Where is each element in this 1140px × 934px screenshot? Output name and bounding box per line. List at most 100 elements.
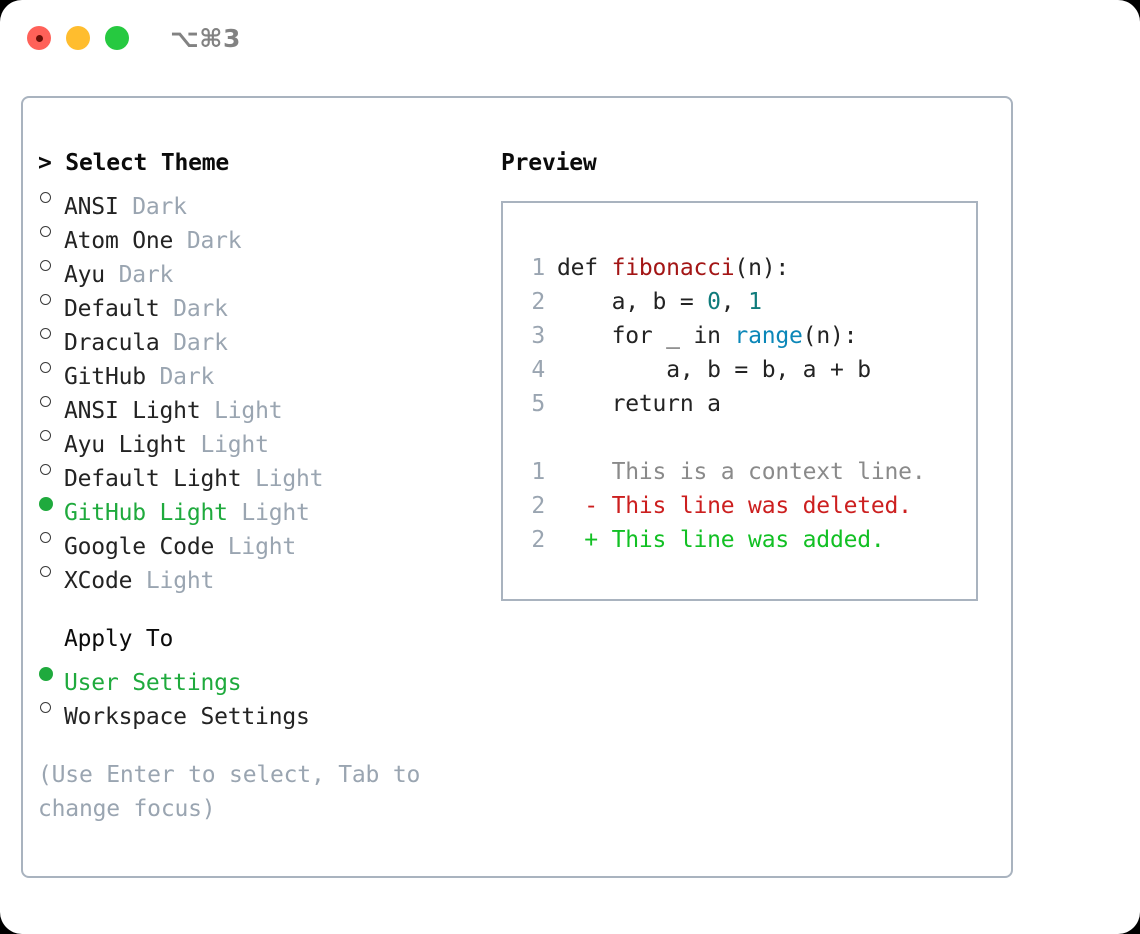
radio-glyph: [40, 532, 51, 543]
keyboard-shortcut-label: ⌥⌘3: [170, 24, 241, 53]
line-number: 5: [531, 391, 545, 417]
theme-option[interactable]: ANSI Light Light: [38, 384, 488, 424]
radio-unselected-icon: [38, 214, 64, 248]
line-number: 2: [531, 493, 545, 519]
theme-option[interactable]: Default Dark: [38, 282, 488, 322]
code-token: a, b =: [611, 289, 708, 315]
radio-glyph: [40, 464, 51, 475]
close-button[interactable]: [27, 26, 51, 50]
code-line: 4 a, b = b, a + b: [519, 353, 925, 387]
preview-title: Preview: [501, 150, 597, 176]
line-number: 2: [531, 527, 545, 553]
diff-line: 2 + This line was added.: [519, 523, 925, 557]
theme-option[interactable]: Ayu Dark: [38, 248, 488, 288]
code-line-content: a, b = b, a + b: [557, 353, 871, 387]
maximize-button[interactable]: [105, 26, 129, 50]
radio-glyph: [40, 566, 51, 577]
code-token: ,: [720, 289, 749, 315]
select-theme-header: > Select Theme: [38, 150, 230, 176]
code-line-content: a, b = 0, 1: [557, 285, 762, 319]
keyboard-hint-line-2: change focus): [38, 796, 216, 822]
code-line: 1 def fibonacci(n):: [519, 251, 925, 285]
radio-glyph: [39, 497, 53, 511]
minimize-button[interactable]: [66, 26, 90, 50]
radio-glyph: [40, 226, 51, 237]
line-number: 3: [531, 323, 545, 349]
radio-unselected-icon: [38, 248, 64, 282]
code-token: fibonacci: [611, 255, 735, 281]
code-line: 5 return a: [519, 387, 925, 421]
line-number: 4: [531, 357, 545, 383]
code-line: 2 a, b = 0, 1: [519, 285, 925, 319]
option-category-label: Light: [214, 534, 297, 560]
radio-glyph: [40, 294, 51, 305]
option-label: ANSI: [64, 194, 119, 220]
keyboard-hint-text: (Use Enter to select, Tab to change focu…: [38, 758, 450, 826]
option-label: XCode: [64, 568, 133, 594]
diff-line-text: This is a context line.: [557, 459, 926, 485]
radio-glyph: [40, 328, 51, 339]
title-bar: ⌥⌘3: [0, 0, 1140, 78]
diff-line: 2 - This line was deleted.: [519, 489, 925, 523]
theme-option[interactable]: XCode Light: [38, 554, 488, 594]
radio-unselected-icon: [38, 452, 64, 486]
code-token: def: [557, 255, 612, 281]
option-category-label: Dark: [173, 228, 242, 254]
radio-glyph: [39, 667, 53, 681]
option-category-label: Light: [227, 500, 310, 526]
theme-option[interactable]: GitHub Dark: [38, 350, 488, 390]
radio-unselected-icon: [38, 554, 64, 588]
option-label: Atom One: [64, 228, 174, 254]
option-category-label: Dark: [104, 262, 174, 288]
code-token: (n):: [734, 255, 790, 281]
option-label: Google Code: [64, 534, 215, 560]
code-token: range: [734, 323, 803, 349]
theme-option[interactable]: Atom One Dark: [38, 214, 488, 254]
radio-unselected-icon: [38, 520, 64, 554]
theme-option[interactable]: ANSI Dark: [38, 180, 488, 220]
radio-glyph: [40, 702, 51, 713]
code-token: return a: [611, 391, 721, 417]
theme-option[interactable]: Google Code Light: [38, 520, 488, 560]
radio-unselected-icon: [38, 282, 64, 316]
line-number: 2: [531, 289, 545, 315]
option-category-label: Dark: [145, 364, 215, 390]
option-category-label: Light: [132, 568, 215, 594]
line-number: 1: [531, 255, 545, 281]
option-category-label: Light: [186, 432, 269, 458]
option-label: Default Light: [64, 466, 242, 492]
option-label: GitHub Light: [64, 500, 228, 526]
option-category-label: Dark: [159, 296, 228, 322]
option-category-label: Light: [200, 398, 283, 424]
code-blank-line: [519, 421, 925, 455]
diff-line-text: + This line was added.: [557, 527, 885, 553]
code-line: 3 for _ in range(n):: [519, 319, 925, 353]
code-token: for _ in: [611, 323, 735, 349]
theme-option[interactable]: Default Light Light: [38, 452, 488, 492]
radio-unselected-icon: [38, 384, 64, 418]
code-token: 1: [748, 289, 762, 315]
apply-to-option[interactable]: User Settings: [38, 656, 488, 696]
theme-option[interactable]: Dracula Dark: [38, 316, 488, 356]
radio-selected-icon: [38, 486, 64, 520]
traffic-light-controls: [27, 26, 129, 50]
keyboard-hint-line-1: (Use Enter to select, Tab to: [38, 762, 421, 788]
radio-glyph: [40, 260, 51, 271]
option-label: Dracula: [64, 330, 160, 356]
radio-unselected-icon: [38, 690, 64, 724]
option-label: User Settings: [64, 670, 242, 696]
radio-unselected-icon: [38, 418, 64, 452]
theme-option[interactable]: GitHub Light Light: [38, 486, 488, 526]
code-token: a, b = b, a + b: [666, 357, 871, 383]
radio-glyph: [40, 430, 51, 441]
apply-to-option[interactable]: Workspace Settings: [38, 690, 488, 730]
diff-line: 1 This is a context line.: [519, 455, 925, 489]
option-label: Ayu: [64, 262, 105, 288]
theme-option[interactable]: Ayu Light Light: [38, 418, 488, 458]
